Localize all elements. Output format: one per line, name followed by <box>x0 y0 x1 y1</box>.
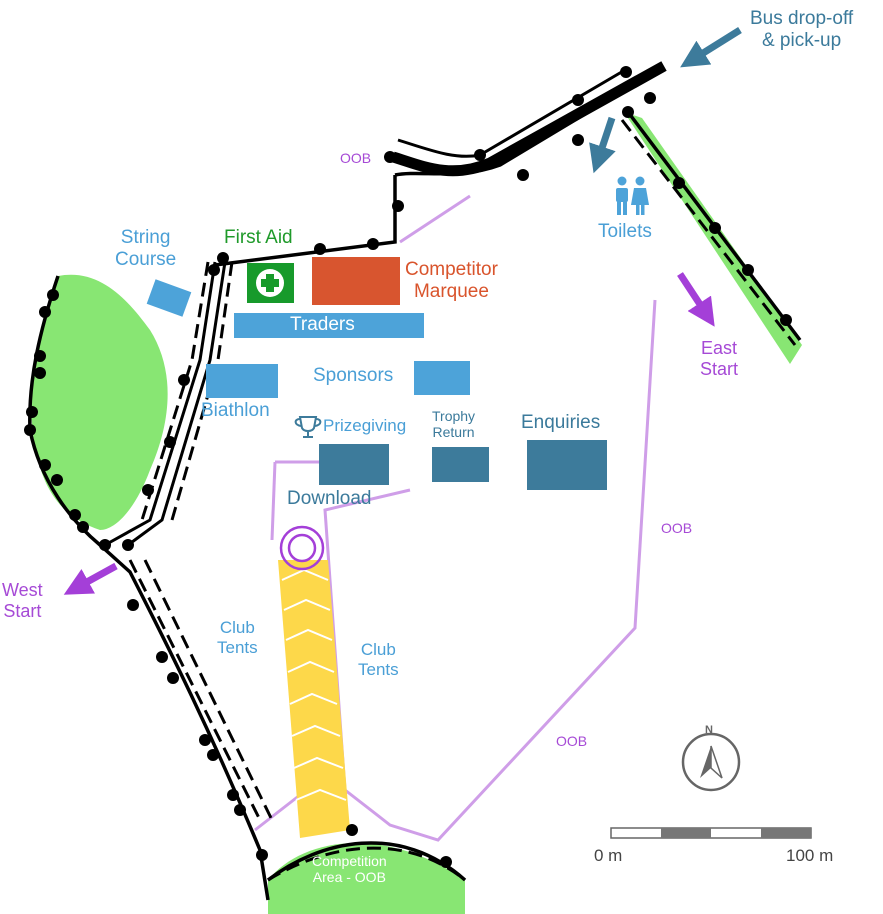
string-course-area <box>146 279 192 317</box>
toilets-icon <box>616 176 649 215</box>
traders-area <box>234 313 424 338</box>
east-start-arrow <box>677 272 715 327</box>
scale-start-label: 0 m <box>594 846 623 865</box>
prizegiving-label: Prizegiving <box>323 416 407 435</box>
scale-bar <box>610 827 812 839</box>
trophy-return-tent <box>432 447 489 482</box>
toilets-arrow <box>589 116 616 174</box>
competitor-marquee <box>312 257 400 305</box>
competition-area-label: Competition Area - OOB <box>312 853 387 886</box>
west-start-arrow <box>63 562 118 595</box>
download-tent <box>319 444 389 485</box>
download-label: Download <box>287 488 372 509</box>
club-tents-right-label: Club Tents <box>358 640 399 679</box>
string-course-label: String Course <box>115 227 177 270</box>
biathlon-label: Biathlon <box>201 400 270 421</box>
scale-end-label: 100 m <box>786 846 834 865</box>
oob-label-bottom: OOB <box>556 733 588 749</box>
woodland-west <box>31 274 168 530</box>
north-arrow-icon <box>681 732 741 792</box>
trophy-icon <box>294 416 322 438</box>
oob-label-top: OOB <box>340 150 372 166</box>
enquiries-label: Enquiries <box>521 412 601 433</box>
paths-dashed <box>128 119 797 882</box>
first-aid-cross-icon <box>256 269 284 297</box>
finish-run <box>278 560 350 838</box>
bus-arrow <box>680 27 742 68</box>
sponsors-label: Sponsors <box>313 365 394 386</box>
competitor-marquee-label: Competitor Marquee <box>405 259 498 302</box>
first-aid-label: First Aid <box>224 227 293 248</box>
east-start-label: East Start <box>700 338 739 379</box>
club-tents-left-label: Club Tents <box>217 618 258 657</box>
biathlon-area <box>206 364 278 398</box>
enquiries-tent <box>527 440 607 490</box>
trophy-return-label: Trophy Return <box>432 408 476 441</box>
competition-area <box>268 842 465 914</box>
oob-boundary <box>254 194 657 842</box>
fence-posts <box>24 66 792 868</box>
traders-label: Traders <box>290 314 355 335</box>
west-start-label: West Start <box>2 580 43 621</box>
oob-label-right: OOB <box>661 520 693 536</box>
compass-north-label: N <box>705 724 713 736</box>
sponsors-area <box>414 361 470 395</box>
road-main <box>391 61 667 177</box>
bus-label: Bus drop-off & pick-up <box>750 8 854 51</box>
finish-circle-icon <box>279 525 325 571</box>
toilets-label: Toilets <box>598 221 652 242</box>
